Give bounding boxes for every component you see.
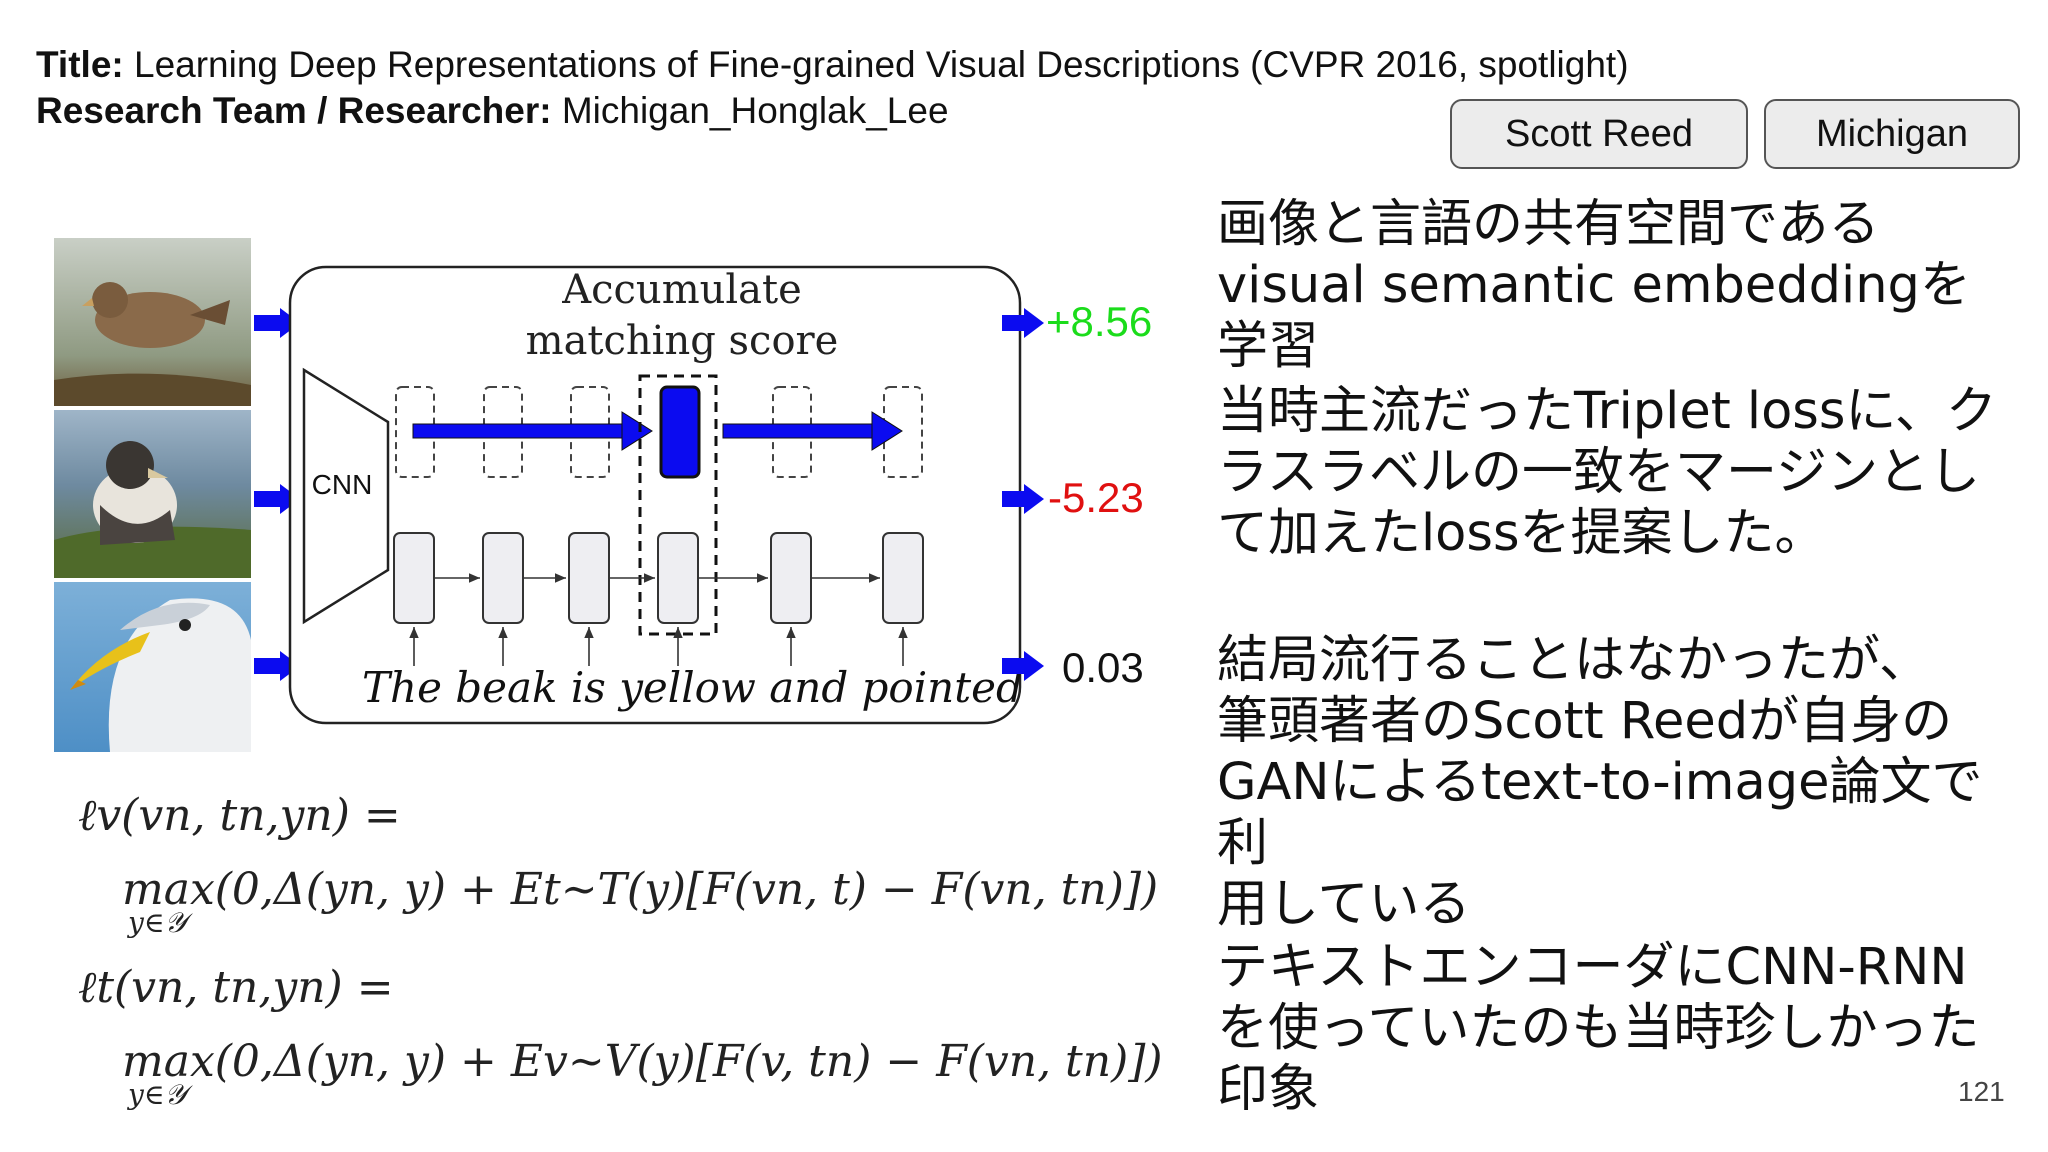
team-line: Research Team / Researcher: Michigan_Hon… (36, 88, 1629, 134)
equation-lv-subscript: y∈𝒴 (128, 906, 187, 939)
team-label: Research Team / Researcher: (36, 90, 552, 131)
note-line: て加えたlossを提案した。 (1217, 504, 1826, 563)
active-score-cell (659, 385, 701, 479)
note-line: 画像と言語の共有空間である (1217, 195, 1880, 254)
note-line: を使っていたのも当時珍しかった (1217, 999, 1980, 1058)
accumulate-arrow-right (722, 411, 903, 451)
equation-lt-lhs: ℓt(vn, tn,yn) = (78, 962, 394, 1013)
output-arrow-3 (1002, 651, 1044, 681)
note-paragraph-1: 画像と言語の共有空間である visual semantic embeddingを… (1217, 194, 2017, 377)
note-line: visual semantic embeddingを学習 (1217, 256, 1971, 376)
bird-photo-3 (54, 582, 251, 752)
note-paragraph-4: テキストエンコーダにCNN-RNN を使っていたのも当時珍しかった 印象 (1217, 937, 2017, 1120)
note-line: 筆頭著者のScott Reedが自身の (1217, 692, 1953, 751)
cnn-label: CNN (312, 469, 373, 500)
accumulate-arrow-left (412, 411, 653, 451)
note-line: 当時主流だったTriplet lossに、ク (1217, 382, 1997, 441)
word-input-arrows (409, 627, 908, 666)
equation-lv-lhs: ℓv(vn, tn,yn) = (78, 790, 401, 841)
bird-photo-2 (54, 410, 251, 578)
score-value-3: 0.03 (1062, 644, 1144, 691)
title-label: Title: (36, 44, 124, 85)
cnn-block (302, 367, 390, 625)
score-value-2: -5.23 (1048, 474, 1144, 521)
slide-header: Title: Learning Deep Representations of … (36, 42, 1629, 134)
bird-photo-1 (54, 238, 251, 406)
equation-lv-rhs: max(0,Δ(yn, y) + Et∼T(y)[F(vn, t) − F(vn… (122, 864, 1159, 915)
note-paragraph-3: 結局流行ることはなかったが、 筆頭著者のScott Reedが自身の GANによ… (1217, 630, 2017, 935)
note-line: GANによるtext-to-image論文で利 (1217, 753, 1983, 873)
equation-lt-subscript: y∈𝒴 (128, 1078, 187, 1111)
note-line: 用している (1217, 875, 1471, 934)
note-line: 結局流行ることはなかったが、 (1217, 631, 1930, 690)
page-number: 121 (1958, 1076, 2005, 1107)
score-value-1: +8.56 (1046, 298, 1152, 345)
affiliation-tag-button[interactable]: Michigan (1764, 99, 2020, 169)
title-line: Title: Learning Deep Representations of … (36, 42, 1629, 88)
team-name: Michigan_Honglak_Lee (551, 90, 949, 131)
note-line: ラスラベルの一致をマージンとし (1217, 443, 1980, 502)
output-arrow-2 (1002, 484, 1044, 514)
box-title-line1: Accumulate (561, 267, 802, 313)
rnn-cells (393, 532, 924, 624)
output-arrow-1 (1002, 308, 1044, 338)
timestep-highlight (638, 374, 718, 636)
author-tag-button[interactable]: Scott Reed (1450, 99, 1748, 169)
note-line: 印象 (1217, 1060, 1320, 1119)
equation-lt-rhs: max(0,Δ(yn, y) + Ev∼V(y)[F(v, tn) − F(vn… (122, 1036, 1163, 1087)
box-title-line2: matching score (526, 318, 839, 364)
note-paragraph-2: 当時主流だったTriplet lossに、ク ラスラベルの一致をマージンとし て… (1217, 381, 2017, 564)
note-line: テキストエンコーダにCNN-RNN (1217, 938, 1968, 997)
figure-caption: The beak is yellow and pointed (362, 663, 1023, 712)
paper-title: Learning Deep Representations of Fine-gr… (123, 44, 1629, 85)
